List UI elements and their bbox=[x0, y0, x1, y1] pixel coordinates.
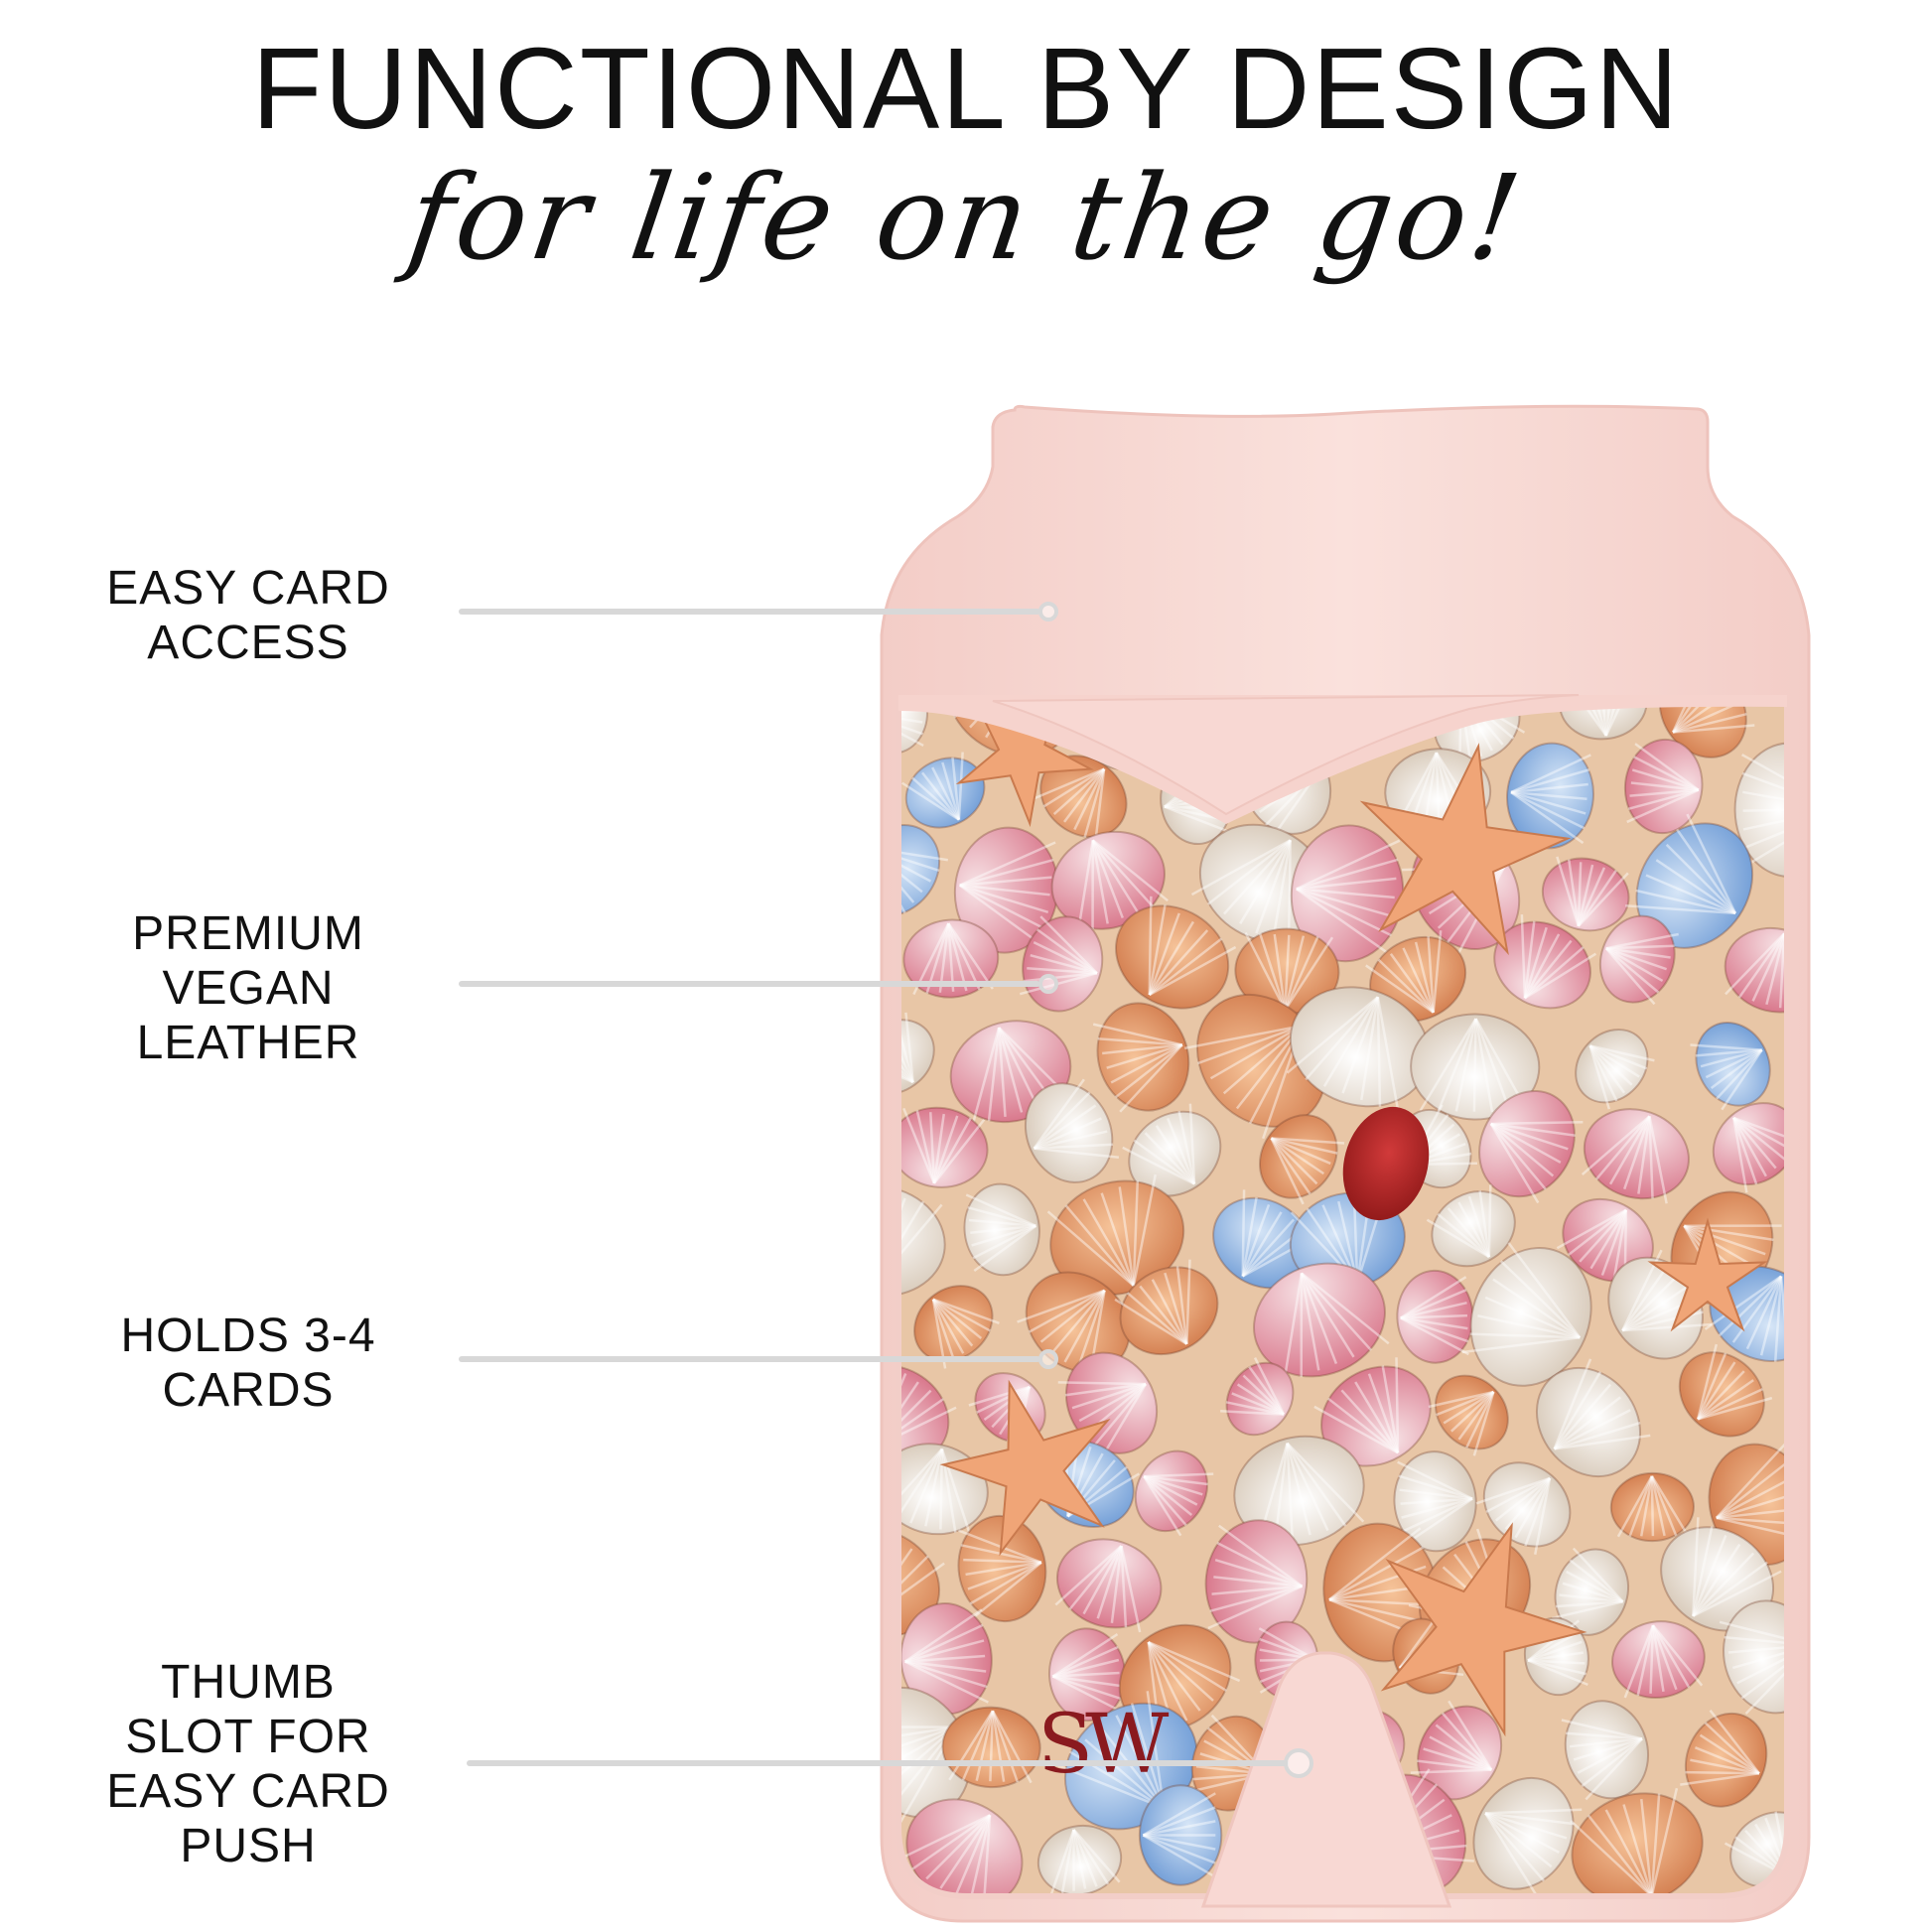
callout-line-holds-cards bbox=[459, 1356, 1040, 1362]
starfish-icon bbox=[1647, 1217, 1768, 1332]
callout-holds-cards-label: HOLDS 3-4 CARDS bbox=[120, 1310, 376, 1417]
callout-dot-easy-card-access bbox=[1038, 602, 1058, 621]
starfish-icon bbox=[1380, 1522, 1587, 1737]
page-title: FUNCTIONAL BY DESIGN bbox=[251, 24, 1681, 153]
callout-dot-thumb-slot bbox=[1284, 1748, 1313, 1778]
callout-line-easy-card-access bbox=[459, 609, 1040, 615]
callout-dot-holds-cards bbox=[1038, 1349, 1058, 1369]
thumb-slot bbox=[1200, 1651, 1452, 1908]
callout-premium-vegan-leather-label: PREMIUM VEGAN LEATHER bbox=[132, 907, 364, 1069]
callout-line-premium-vegan-leather bbox=[459, 981, 1040, 987]
callout-dot-premium-vegan-leather bbox=[1038, 974, 1058, 994]
callout-line-thumb-slot bbox=[467, 1760, 1289, 1766]
brand-monogram: SW bbox=[1037, 1698, 1170, 1792]
starfish-icon bbox=[939, 1379, 1111, 1557]
callout-thumb-slot-label: THUMB SLOT FOR EASY CARD PUSH bbox=[106, 1656, 390, 1872]
callout-easy-card-access-label: EASY CARD ACCESS bbox=[106, 562, 390, 669]
starfish-icon bbox=[1359, 743, 1572, 956]
